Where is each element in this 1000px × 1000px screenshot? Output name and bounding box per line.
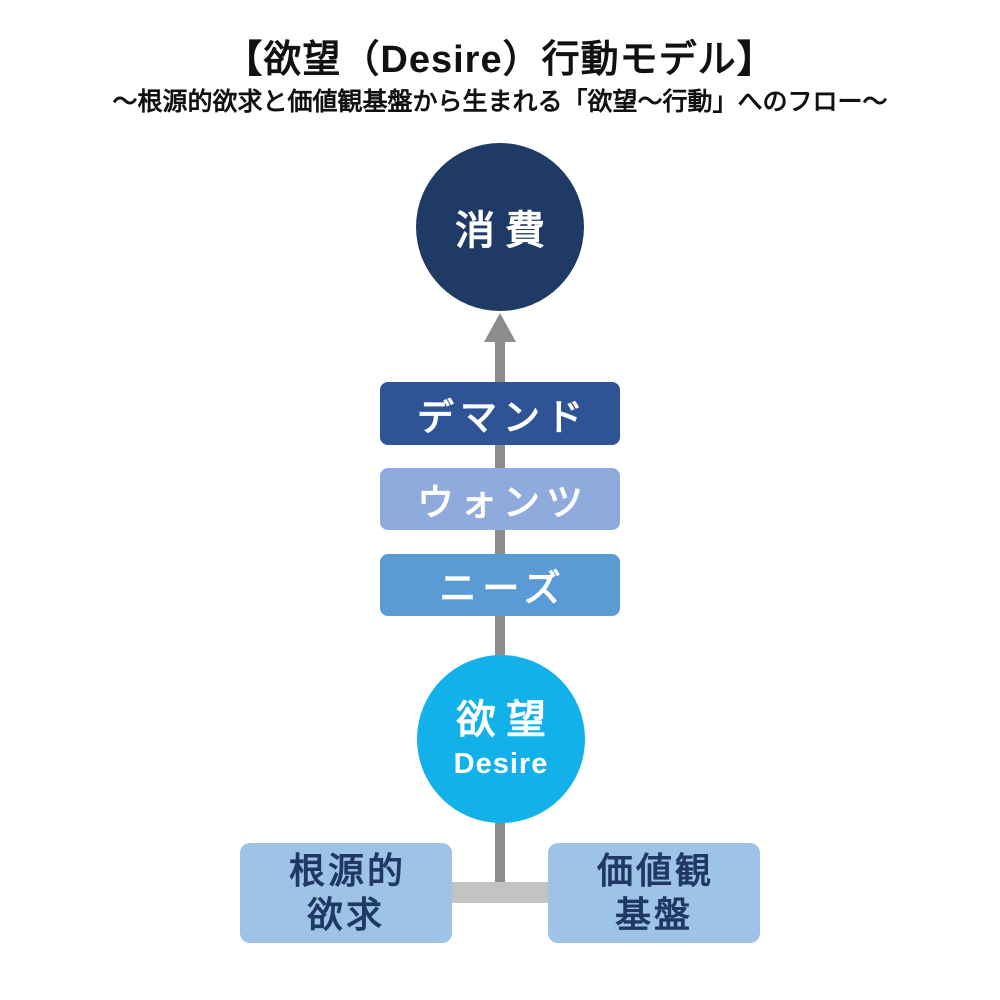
wants-node: ウォンツ	[380, 468, 620, 530]
value-base-label: 価値観 基盤	[596, 850, 714, 935]
consumption-label: 消費	[455, 209, 555, 253]
demand-node: デマンド	[380, 382, 620, 445]
desire-node: 欲望 Desire	[417, 655, 585, 823]
demand-label: デマンド	[417, 396, 589, 438]
needs-label: ニーズ	[439, 568, 567, 609]
consumption-node: 消費	[416, 143, 584, 311]
horizontal-connector-bar	[440, 882, 560, 903]
wants-label: ウォンツ	[417, 482, 589, 523]
page-title: 【欲望（Desire）行動モデル】	[224, 39, 776, 81]
page-subtitle: ～根源的欲求と価値観基盤から生まれる「欲望～行動」へのフロー～	[112, 88, 888, 116]
desire-jp-label: 欲望	[456, 697, 556, 742]
needs-node: ニーズ	[380, 554, 620, 616]
value-base-node: 価値観 基盤	[548, 843, 760, 943]
desire-en-label: Desire	[453, 747, 549, 780]
root-need-label: 根源的 欲求	[288, 850, 406, 935]
root-need-node: 根源的 欲求	[240, 843, 452, 943]
arrow-up-icon	[484, 313, 516, 342]
